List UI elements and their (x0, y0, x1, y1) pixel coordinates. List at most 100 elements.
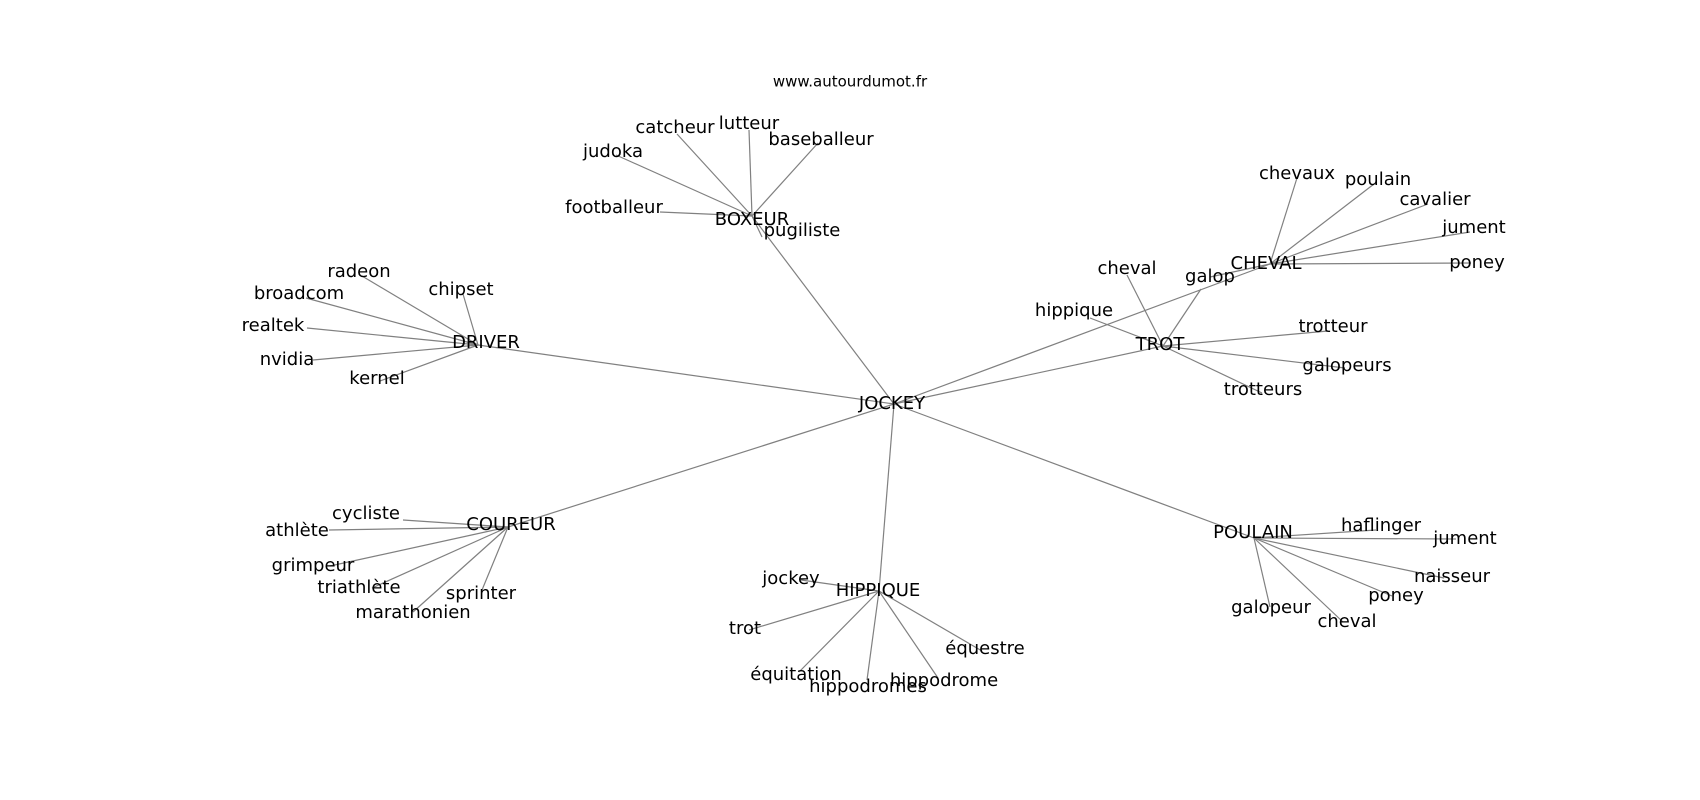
edge-cheval-3 (1269, 231, 1471, 265)
edge-trot-0 (1126, 274, 1164, 347)
node-leaf-boxeur-5: pugiliste (764, 220, 841, 241)
node-leaf-poulain-5: galopeur (1231, 597, 1311, 618)
node-leaf-hippique-0: jockey (761, 568, 820, 589)
edge-center-boxeur (751, 215, 895, 405)
edge-hippique-1 (748, 590, 880, 631)
edge-driver-1 (305, 297, 479, 346)
edge-cheval-5 (1209, 263, 1271, 278)
node-leaf-coureur-4: sprinter (446, 583, 517, 604)
edge-poulain-0 (1253, 529, 1377, 539)
node-center-jockey: JOCKEY (858, 393, 926, 414)
node-leaf-driver-4: nvidia (260, 349, 315, 370)
node-leaf-coureur-1: athlète (265, 520, 329, 541)
edge-center-cheval (893, 263, 1271, 405)
node-hub-boxeur: BOXEUR (715, 209, 789, 230)
node-leaf-trot-4: galopeurs (1302, 355, 1391, 376)
edge-center-poulain (893, 403, 1255, 539)
node-leaf-driver-5: kernel (349, 368, 404, 389)
edge-poulain-5 (1253, 537, 1271, 608)
edge-coureur-1 (328, 526, 509, 531)
edge-center-trot (893, 345, 1164, 405)
edge-coureur-5 (412, 526, 509, 613)
node-leaf-cheval-2: cavalier (1399, 189, 1471, 210)
edge-trot-3 (1162, 330, 1329, 347)
edge-driver-2 (462, 293, 479, 346)
node-leaf-driver-3: realtek (242, 315, 305, 336)
node-hub-hippique: HIPPIQUE (836, 580, 921, 601)
edge-center-driver (477, 344, 895, 405)
node-leaf-boxeur-3: judoka (582, 141, 643, 162)
edge-coureur-2 (329, 526, 509, 567)
site-watermark: www.autourdumot.fr (773, 73, 928, 91)
node-leaf-hippique-5: équestre (945, 638, 1025, 659)
node-hub-poulain: POULAIN (1213, 522, 1293, 543)
edge-poulain-3 (1253, 537, 1393, 597)
edge-poulain-2 (1253, 537, 1445, 579)
node-hub-cheval: CHEVAL (1231, 253, 1302, 274)
edge-poulain-1 (1253, 537, 1457, 540)
node-leaf-hippique-1: trot (729, 618, 761, 639)
edge-hippique-3 (866, 590, 880, 681)
edge-hippique-5 (878, 590, 983, 652)
graph-edges (305, 129, 1472, 681)
node-leaf-poulain-0: haflinger (1341, 515, 1422, 536)
node-leaf-driver-1: broadcom (254, 283, 344, 304)
node-leaf-hippique-2: équitation (750, 664, 841, 685)
node-leaf-hippique-3: hippodromes (809, 676, 927, 697)
edge-trot-4 (1162, 345, 1346, 369)
edge-driver-3 (306, 327, 479, 346)
node-leaf-driver-0: radeon (327, 261, 390, 282)
node-leaf-trot-0: cheval (1097, 258, 1156, 279)
node-leaf-poulain-4: cheval (1317, 611, 1376, 632)
edge-cheval-4 (1269, 262, 1472, 265)
node-leaf-cheval-4: poney (1449, 252, 1505, 273)
node-leaf-coureur-0: cycliste (332, 503, 400, 524)
edge-center-hippique (878, 403, 895, 592)
edge-coureur-3 (371, 526, 509, 589)
node-leaf-boxeur-4: footballeur (565, 197, 663, 218)
node-hub-coureur: COUREUR (466, 514, 555, 535)
node-leaf-poulain-2: naisseur (1414, 566, 1491, 587)
node-hub-driver: DRIVER (452, 332, 520, 353)
edge-poulain-4 (1253, 537, 1344, 623)
edge-coureur-4 (481, 526, 509, 591)
edge-cheval-1 (1269, 183, 1375, 265)
node-leaf-coureur-3: triathlète (317, 577, 400, 598)
edge-coureur-0 (402, 519, 509, 528)
node-leaf-trot-3: trotteur (1298, 316, 1368, 337)
edge-cheval-0 (1269, 177, 1298, 265)
edge-driver-5 (379, 344, 479, 382)
edge-driver-4 (312, 344, 479, 361)
edge-hippique-4 (878, 590, 939, 679)
node-leaf-hippique-4: hippodrome (890, 670, 998, 691)
edge-boxeur-2 (751, 142, 819, 217)
node-hub-trot: TROT (1135, 334, 1186, 355)
node-leaf-trot-5: trotteurs (1224, 379, 1302, 400)
node-leaf-poulain-1: jument (1432, 528, 1496, 549)
edge-trot-5 (1162, 345, 1263, 394)
node-leaf-cheval-3: jument (1441, 217, 1505, 238)
node-leaf-poulain-3: poney (1368, 585, 1424, 606)
edge-boxeur-3 (615, 154, 753, 217)
node-leaf-coureur-5: marathonien (355, 602, 470, 623)
node-leaf-coureur-2: grimpeur (272, 555, 355, 576)
edge-trot-1 (1089, 317, 1164, 347)
node-leaf-cheval-0: chevaux (1259, 163, 1335, 184)
edge-boxeur-4 (659, 211, 753, 217)
edge-boxeur-1 (748, 129, 753, 217)
node-leaf-trot-2: galop (1185, 266, 1235, 287)
edge-boxeur-0 (676, 133, 753, 217)
node-leaf-boxeur-2: baseballeur (768, 129, 874, 150)
node-leaf-driver-2: chipset (428, 279, 493, 300)
edge-hippique-0 (800, 579, 880, 592)
node-leaf-trot-1: hippique (1035, 300, 1113, 321)
edge-cheval-2 (1269, 203, 1429, 265)
edge-hippique-2 (798, 590, 880, 673)
edge-driver-0 (361, 275, 479, 346)
node-leaf-cheval-1: poulain (1345, 169, 1411, 190)
node-leaf-boxeur-1: lutteur (719, 113, 780, 134)
node-leaf-boxeur-0: catcheur (635, 117, 715, 138)
edge-trot-2 (1162, 288, 1202, 347)
edge-boxeur-5 (751, 215, 763, 238)
